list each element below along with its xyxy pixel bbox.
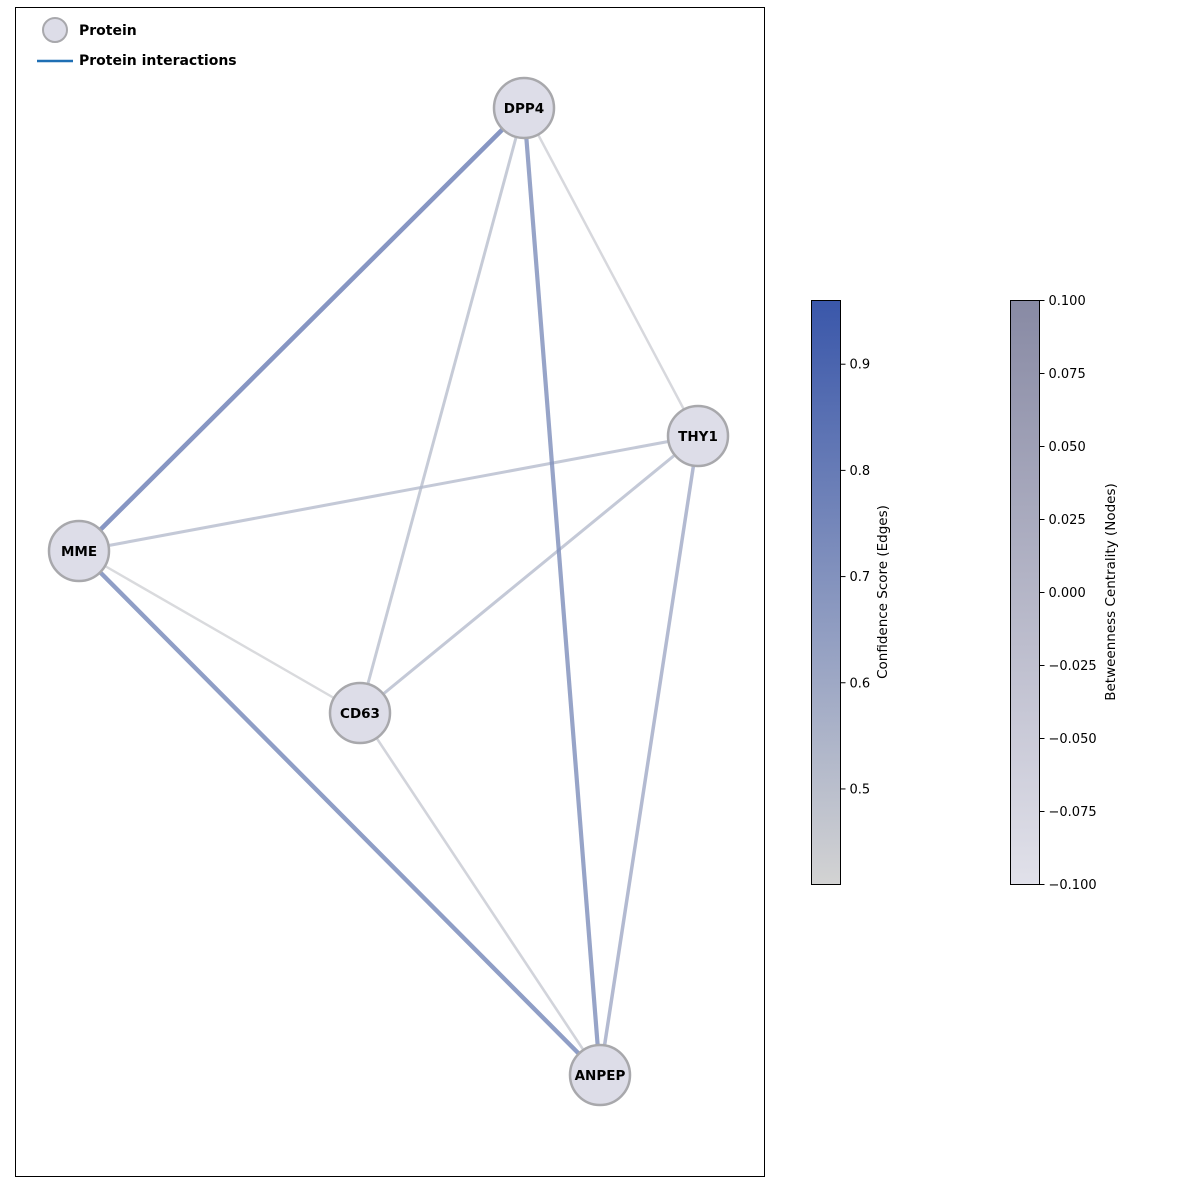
legend-node-label: Protein: [79, 23, 137, 39]
node-colorbar-tick-label: −0.025: [1049, 659, 1097, 674]
node-colorbar: −0.100 −0.075 −0.050 −0.025 0.000 0.025 0.050 0…: [1010, 294, 1119, 893]
edges-layer: [77, 106, 700, 1077]
edge-dpp4-thy1: [522, 107, 700, 437]
edge-cd63-thy1: [359, 434, 699, 715]
edge-mme-anpep: [77, 549, 602, 1077]
node-colorbar-tick-label: −0.050: [1049, 732, 1097, 747]
node-cd63: CD63: [328, 681, 392, 745]
node-label: ANPEP: [575, 1068, 626, 1084]
edge-colorbar: 0.5 0.6 0.7 0.8 0.9 Confidence Score (Edges): [811, 300, 891, 885]
edge-dpp4-anpep: [521, 107, 603, 1076]
edge-colorbar-tick-label: 0.9: [850, 358, 871, 373]
edge-mme-cd63: [78, 549, 361, 715]
edge-colorbar-tick-label: 0.8: [850, 464, 871, 479]
edge-colorbar-ticks: 0.5 0.6 0.7 0.8 0.9: [840, 358, 871, 797]
node-circle: [492, 76, 556, 140]
node-label: MME: [61, 544, 97, 560]
edge-colorbar-tick-label: 0.6: [850, 676, 871, 691]
node-label: CD63: [340, 706, 380, 722]
edge-colorbar-tick-label: 0.5: [850, 782, 871, 797]
node-circle: [568, 1043, 632, 1107]
node-circle: [47, 519, 111, 583]
edge-colorbar-label: Confidence Score (Edges): [875, 505, 891, 679]
edge-colorbar-tick-label: 0.7: [850, 570, 871, 585]
node-circle: [328, 681, 392, 745]
edge-cd63-anpep: [358, 712, 602, 1076]
node-colorbar-label: Betweenness Centrality (Nodes): [1103, 483, 1119, 701]
node-label: DPP4: [504, 101, 544, 117]
edge-colorbar-gradient: [811, 300, 841, 885]
node-colorbar-ticks: −0.100 −0.075 −0.050 −0.025 0.000 0.025 0.050 0…: [1039, 294, 1097, 893]
node-colorbar-tick-label: 0.100: [1049, 294, 1086, 309]
plot-frame: [15, 7, 765, 1177]
node-circle: [666, 404, 730, 468]
node-colorbar-gradient: [1010, 300, 1040, 885]
node-label: THY1: [678, 429, 718, 445]
node-colorbar-tick-label: 0.050: [1049, 440, 1086, 455]
legend: Protein Protein interactions: [37, 17, 237, 69]
node-colorbar-tick-label: −0.075: [1049, 805, 1097, 820]
edge-dpp4-cd63: [358, 107, 526, 714]
edge-mme-thy1: [78, 434, 699, 553]
edge-mme-dpp4: [77, 106, 526, 553]
node-colorbar-tick-label: −0.100: [1049, 878, 1097, 893]
node-mme: MME: [47, 519, 111, 583]
node-colorbar-tick-label: 0.000: [1049, 586, 1086, 601]
node-anpep: ANPEP: [568, 1043, 632, 1107]
node-colorbar-tick-label: 0.075: [1049, 367, 1086, 382]
legend-edge-label: Protein interactions: [79, 53, 237, 69]
node-thy1: THY1: [666, 404, 730, 468]
node-colorbar-tick-label: 0.025: [1049, 513, 1086, 528]
legend-node-marker: [42, 17, 68, 43]
node-dpp4: DPP4: [492, 76, 556, 140]
edge-thy1-anpep: [598, 435, 700, 1076]
